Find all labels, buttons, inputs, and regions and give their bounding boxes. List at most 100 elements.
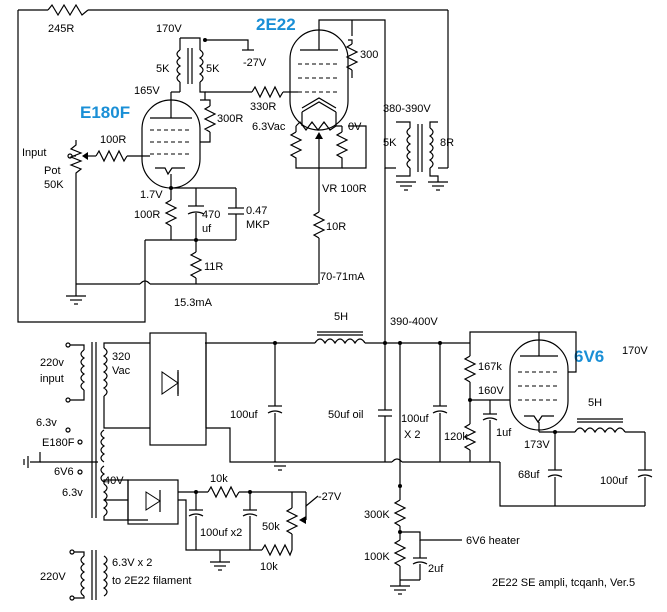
label-245r: 245R <box>48 23 74 35</box>
label-5k-b: 5K <box>206 63 220 75</box>
label-input: Input <box>22 147 46 159</box>
label-vr-100r: VR 100R <box>322 183 367 195</box>
label-vac: Vac <box>112 365 131 377</box>
tube-e180f <box>141 91 201 189</box>
capacitor-047-mkp <box>228 188 244 240</box>
label-fil-6-3v-b: 6.3v <box>62 487 83 499</box>
label-170v-top: 170V <box>156 23 182 35</box>
tube-label-6v6: 6V6 <box>574 347 604 366</box>
capacitor-470uf <box>187 188 205 240</box>
label-047: 0.47 <box>246 205 267 217</box>
label-ot-8r: 8R <box>440 137 454 149</box>
resistor-330r <box>251 85 284 99</box>
label-1-7v: 1.7V <box>140 189 163 201</box>
label-pot-50k: 50K <box>44 179 64 191</box>
label-100r-cathode: 100R <box>134 209 160 221</box>
label-167k: 167k <box>478 361 502 373</box>
vr-100r <box>295 121 342 180</box>
label-120k: 120k <box>444 431 468 443</box>
label-300r-e180f: 300R <box>217 113 243 125</box>
resistor-100r-cathode <box>164 199 178 227</box>
resistor-fil-left <box>289 131 319 169</box>
label-380-390v: 380-390V <box>383 103 431 115</box>
capacitor-50uf-oil <box>378 343 392 462</box>
label-fil-6-3v-a: 6.3v <box>36 417 57 429</box>
label-10k-a: 10k <box>210 473 228 485</box>
label-100uf-a: 100uf <box>230 409 258 421</box>
label-220v-b: 220V <box>40 571 66 583</box>
capacitor-100uf-b <box>432 343 448 462</box>
label-160v: 160V <box>478 385 504 397</box>
label-0v: 0V <box>348 121 362 133</box>
label-11r: 11R <box>204 261 223 273</box>
filament-transformer <box>69 549 108 601</box>
plate-choke <box>176 37 254 100</box>
label-2uf: 2uf <box>428 563 444 575</box>
resistor-100r-grid <box>95 149 150 163</box>
label-173v: 173V <box>524 439 550 451</box>
label-10r: 10R <box>326 221 346 233</box>
label-100k: 100K <box>364 551 390 563</box>
capacitor-100uf-c <box>637 432 653 506</box>
label-mkp: MKP <box>246 219 270 231</box>
label-6-3vac: 6.3Vac <box>252 121 286 133</box>
label-320: 320 <box>112 351 130 363</box>
credit-text: 2E22 SE ampli, tcqanh, Ver.5 <box>492 577 635 589</box>
label-40v: 40V <box>104 475 124 487</box>
resistor-10k-a <box>207 485 240 499</box>
potentiometer-50k-bias <box>285 492 307 550</box>
label-100uf-x2: 100uf x2 <box>200 527 242 539</box>
label-170v-right: 170V <box>622 345 648 357</box>
label-neg27-top: -27V <box>243 57 267 69</box>
ground-bias <box>210 550 230 571</box>
label-5k-a: 5K <box>156 63 170 75</box>
potentiometer-50k <box>69 140 96 296</box>
label-100uf-b: 100uf <box>401 413 429 425</box>
tube-2e22 <box>289 29 349 131</box>
capacitor-68uf <box>547 432 563 506</box>
label-470: 470 <box>202 209 220 221</box>
label-ot-5k: 5K <box>383 137 397 149</box>
resistor-245r <box>47 3 89 17</box>
label-10k-b: 10k <box>260 561 278 573</box>
resistor-10k-b <box>261 543 293 557</box>
label-70ma: 70-71mA <box>320 271 365 283</box>
output-transformer <box>396 121 448 191</box>
resistor-120k <box>463 423 477 451</box>
resistor-300k <box>393 499 407 527</box>
label-68uf: 68uf <box>518 469 540 481</box>
ground-symbol-top <box>66 295 86 305</box>
ground-heater <box>390 585 410 595</box>
label-x2: X 2 <box>404 429 421 441</box>
tube-6v6 <box>509 339 569 431</box>
label-470-uf: uf <box>202 223 212 235</box>
label-input-2: input <box>40 373 64 385</box>
resistor-300r-e180f <box>203 105 217 133</box>
resistor-167k <box>463 355 477 383</box>
label-fil-6v6: 6V6 <box>54 466 74 478</box>
label-fil-6-3v-x2: 6.3V x 2 <box>112 557 152 569</box>
label-choke-5h-2: 5H <box>588 397 602 409</box>
label-pot: Pot <box>44 165 61 177</box>
label-300-screen: 300 <box>360 49 378 61</box>
label-15-3ma: 15.3mA <box>174 297 213 309</box>
resistor-300-screen <box>345 43 359 71</box>
label-330r: 330R <box>250 101 276 113</box>
capacitor-100uf-a <box>267 343 283 462</box>
capacitor-100uf-x2-a <box>188 492 204 550</box>
label-100uf-c: 100uf <box>600 475 628 487</box>
label-neg27-bot: -27V <box>318 491 342 503</box>
ground-ps <box>270 461 290 471</box>
choke-5h-1 <box>314 331 366 345</box>
resistor-100k <box>393 539 407 567</box>
resistor-fil-right <box>319 131 349 169</box>
label-to-2e22-filament: to 2E22 filament <box>112 575 192 587</box>
label-390-400v: 390-400V <box>390 316 438 328</box>
resistor-11r <box>189 251 203 279</box>
resistor-10r <box>312 211 326 239</box>
bridge-rectifier-hv <box>149 332 207 446</box>
capacitor-100uf-x2-b <box>242 492 258 550</box>
label-300k: 300K <box>364 509 390 521</box>
label-choke-5h-1: 5H <box>334 311 348 323</box>
